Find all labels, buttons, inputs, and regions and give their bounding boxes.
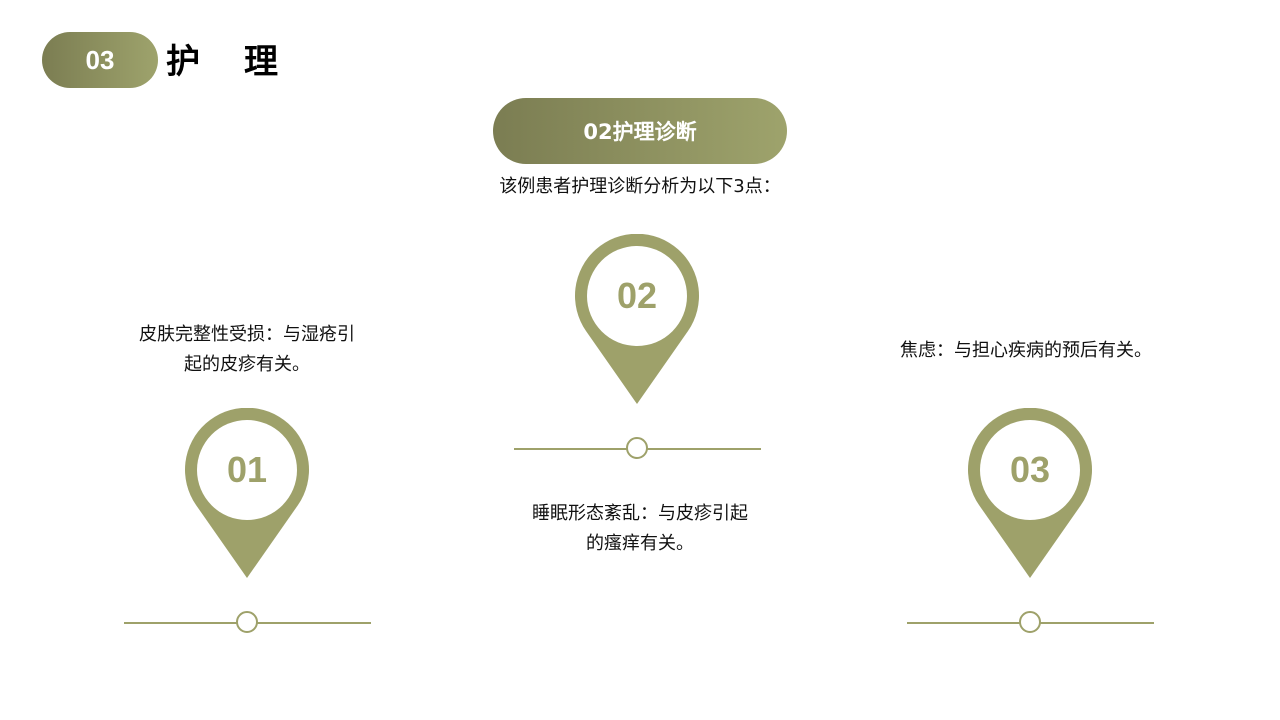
item-02-text-line2: 的瘙痒有关。 [586,533,694,554]
diagnosis-heading-pill: 02护理诊断 [493,98,787,164]
item-01-text-line2: 起的皮疹有关。 [184,354,310,375]
item-01-description: 皮肤完整性受损：与湿疮引 起的皮疹有关。 [107,320,387,380]
item-01-text-line1: 皮肤完整性受损：与湿疮引 [139,324,355,345]
map-pin-icon [968,408,1092,578]
item-02-text-line1: 睡眠形态紊乱：与皮疹引起 [532,503,748,524]
item-03-timeline-node [1019,611,1041,633]
section-title: 护理 [166,42,322,82]
section-number-badge: 03 [42,32,158,88]
item-01-number: 01 [226,449,268,490]
item-03-number: 03 [1009,449,1051,490]
map-pin-icon [185,408,309,578]
item-03-text-line1: 焦虑：与担心疾病的预后有关。 [900,340,1152,361]
item-01-timeline-node [236,611,258,633]
item-03-description: 焦虑：与担心疾病的预后有关。 [866,336,1186,366]
item-02-number: 02 [616,275,658,316]
diagnosis-intro: 该例患者护理诊断分析为以下3点： [499,176,781,197]
item-02-description: 睡眠形态紊乱：与皮疹引起 的瘙痒有关。 [500,499,780,559]
map-pin-icon [575,234,699,404]
item-02-timeline-node [626,437,648,459]
diagnosis-heading-label: 02护理诊断 [583,120,697,144]
section-number: 03 [85,44,115,75]
